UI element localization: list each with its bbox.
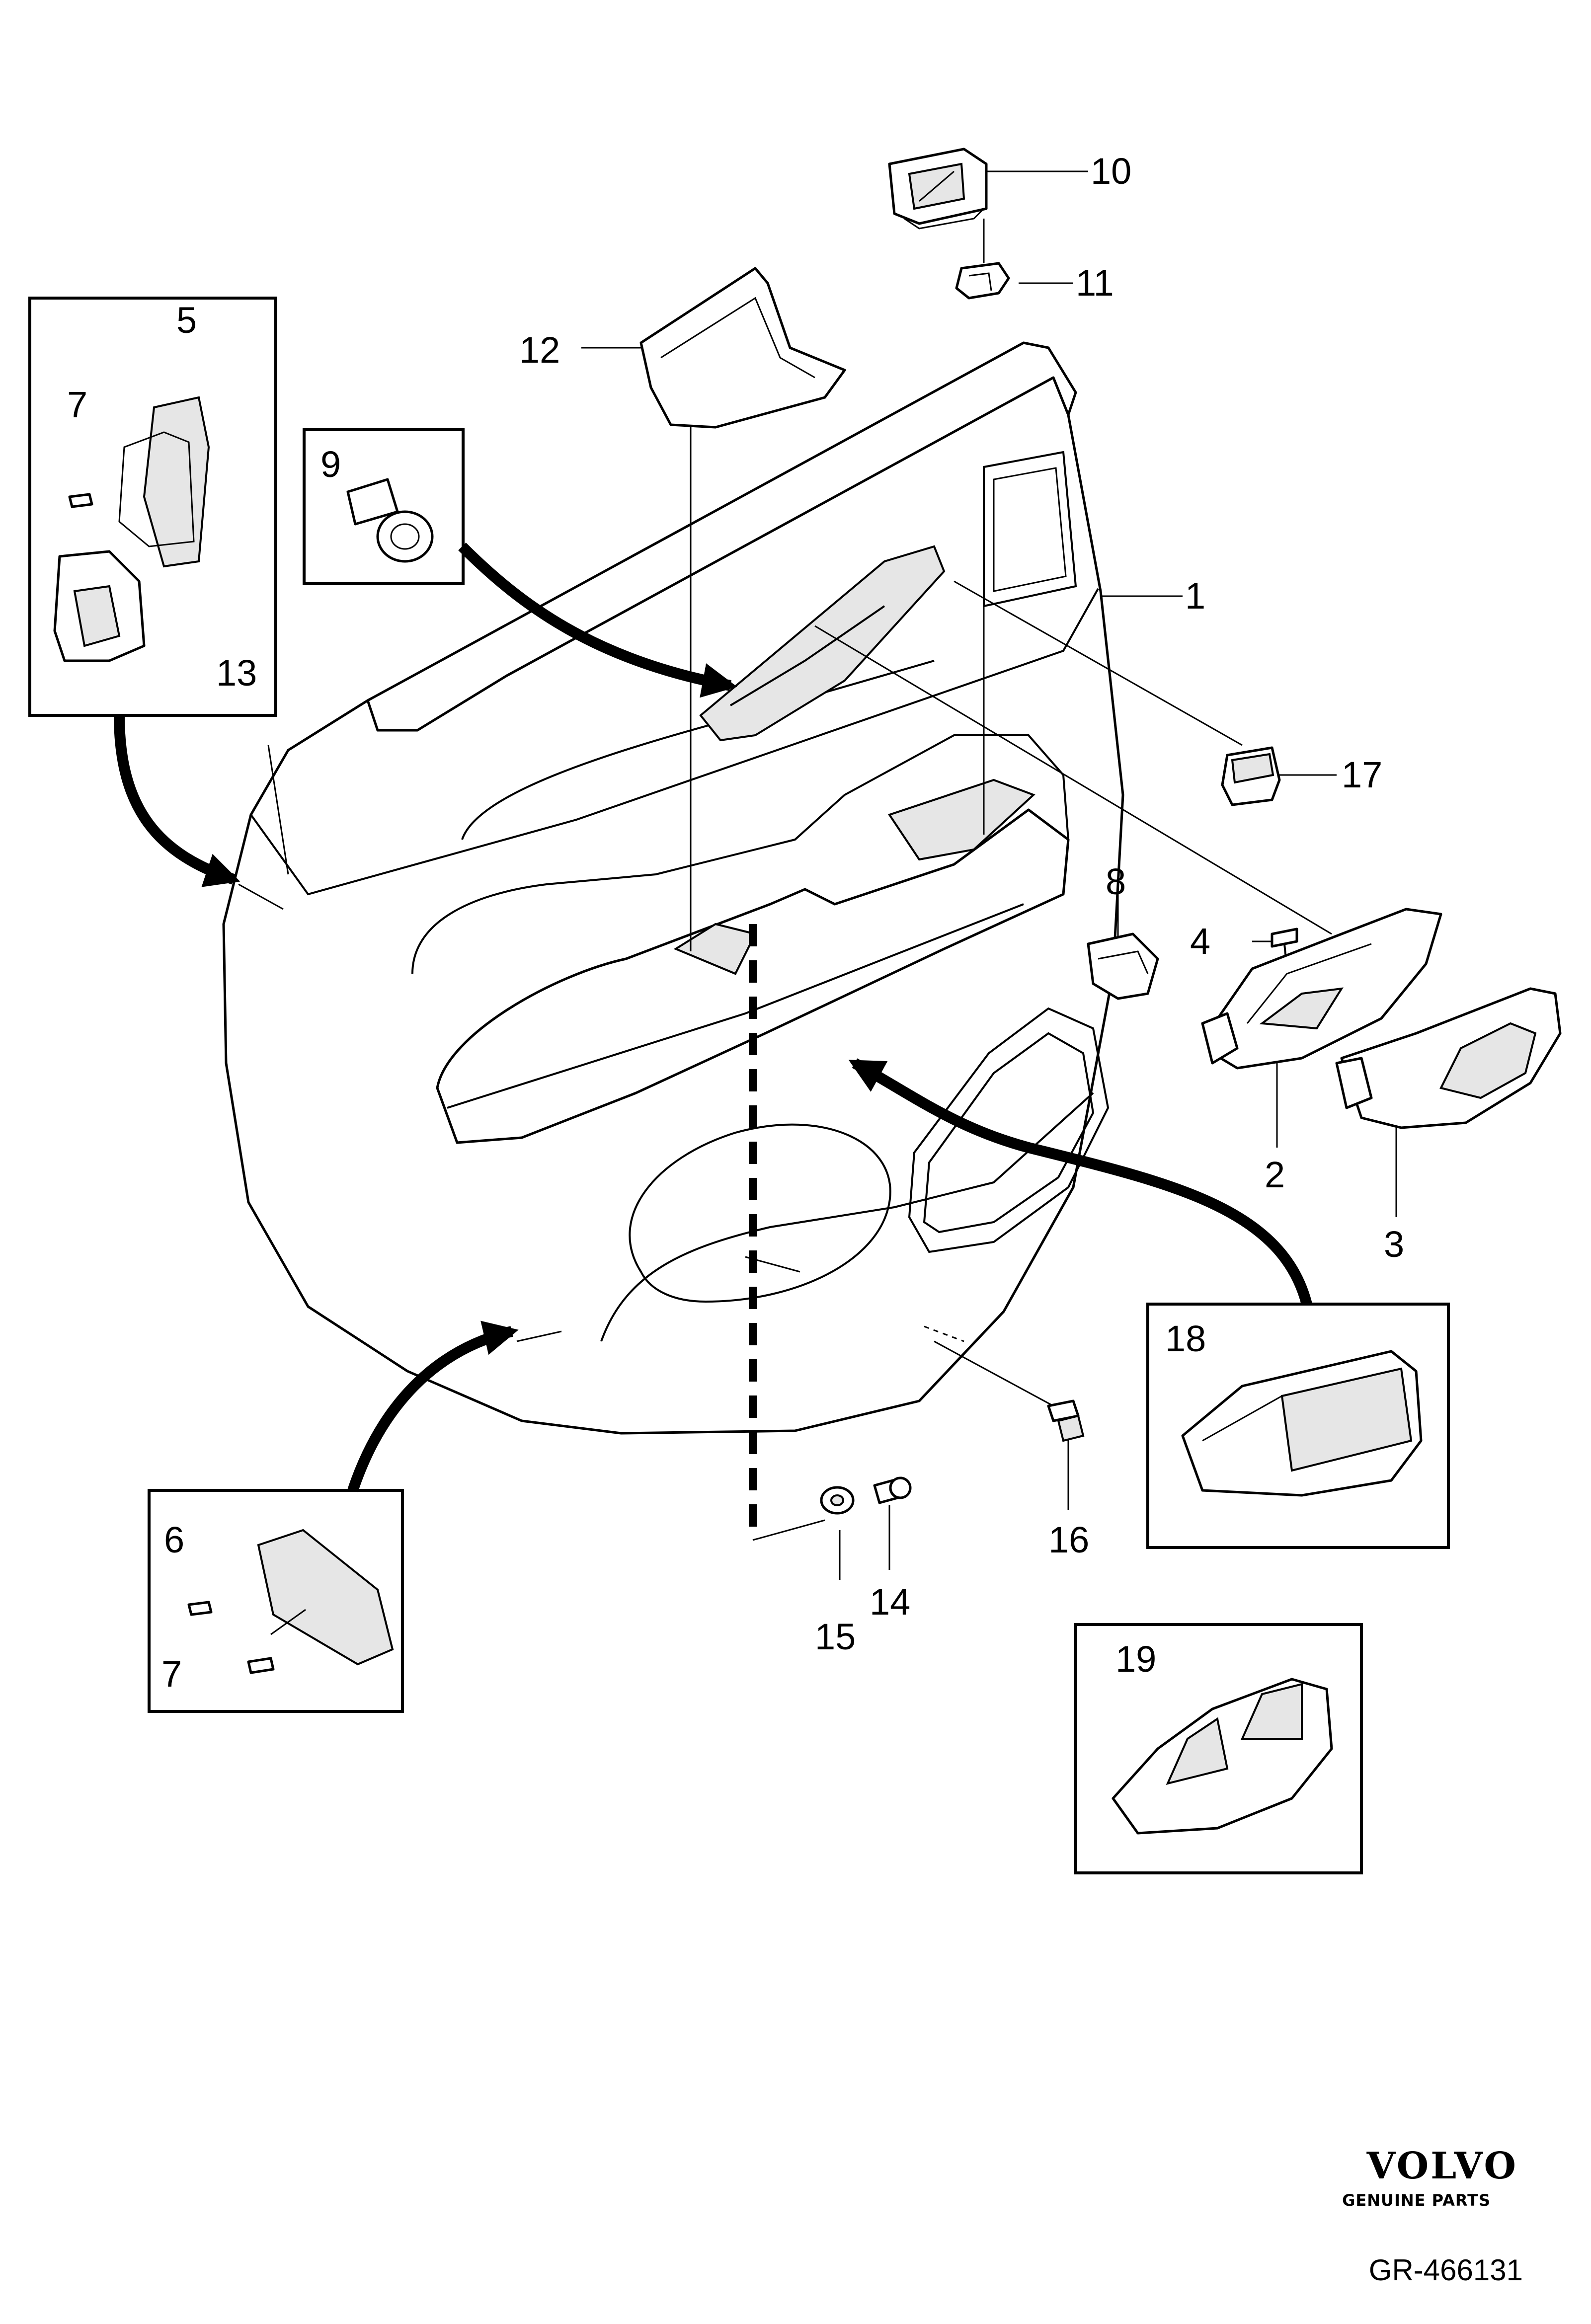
inner-handle-housing	[1201, 908, 1442, 1070]
bolt-14	[873, 1476, 912, 1504]
door-switch	[1221, 746, 1281, 806]
callout-labels: 1 2 3 4 5 6 7 7 8 9 10 11 12 13 14 15 16…	[67, 151, 1404, 1695]
callout-17: 17	[1342, 754, 1382, 795]
callout-15: 15	[815, 1616, 856, 1657]
callout-12: 12	[519, 329, 560, 371]
assembly-reference-line	[749, 924, 825, 1541]
callout-7a: 7	[67, 384, 87, 425]
inset-screw-9	[303, 428, 465, 585]
callout-9: 9	[320, 444, 341, 485]
callout-8: 8	[1106, 861, 1126, 902]
callout-4: 4	[1190, 921, 1210, 962]
retaining-clip	[955, 262, 1010, 300]
callout-18: 18	[1165, 1318, 1206, 1359]
inset-handle-assembly-18	[1146, 1303, 1450, 1549]
assembly-arrows	[114, 542, 1312, 1492]
callout-5: 5	[176, 300, 197, 341]
washer-15	[820, 1486, 855, 1515]
callout-13: 13	[216, 652, 257, 694]
window-switch-bezel	[888, 148, 988, 230]
inner-handle-bezel	[1335, 987, 1562, 1129]
callout-14: 14	[870, 1581, 910, 1623]
callout-19: 19	[1115, 1638, 1156, 1680]
trim-cover	[639, 267, 846, 429]
inset-clip-6	[148, 1489, 404, 1713]
diagram-reference-number: GR-466131	[1369, 2253, 1523, 2287]
callout-3: 3	[1384, 1224, 1404, 1265]
brand-logo-text: VOLVO	[1366, 2145, 1518, 2187]
callout-2: 2	[1265, 1154, 1285, 1195]
callout-1: 1	[1185, 575, 1205, 617]
callout-6: 6	[164, 1519, 184, 1560]
callout-10: 10	[1091, 151, 1131, 192]
handle-bracket	[1087, 932, 1159, 1000]
callout-11: 11	[1076, 262, 1114, 304]
callout-16: 16	[1048, 1519, 1089, 1560]
brand-block: VOLVO GENUINE PARTS GR-466131	[1342, 2145, 1523, 2287]
brand-tagline: GENUINE PARTS	[1342, 2191, 1491, 2210]
door-trim-panel	[222, 341, 1124, 1435]
callout-7b: 7	[161, 1653, 182, 1695]
screw-16	[1047, 1399, 1085, 1442]
inset-cover-19	[1074, 1623, 1363, 1874]
inset-clip-and-connector	[28, 297, 277, 717]
